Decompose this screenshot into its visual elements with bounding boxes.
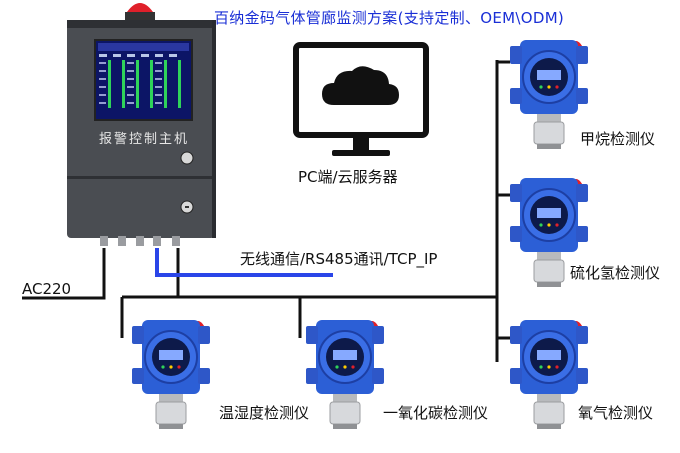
detector-label-h2s: 硫化氢检测仪	[570, 264, 661, 282]
detector-label-temp-humidity: 温湿度检测仪	[219, 404, 310, 422]
wireless-link-label: 无线通信/RS485通讯/TCP_IP	[240, 250, 438, 268]
detector-oxygen	[509, 319, 589, 430]
power-line	[22, 248, 106, 300]
detector-label-oxygen: 氧气检测仪	[578, 404, 654, 422]
monitor-icon	[293, 42, 429, 156]
cloud-icon	[322, 66, 399, 105]
detector-label-co: 一氧化碳检测仪	[383, 404, 489, 422]
detector-temp-humidity	[131, 319, 211, 430]
detector-label-methane: 甲烷检测仪	[580, 130, 656, 148]
page-title: 百纳金码气体管廊监测方案(支持定制、OEM\ODM)	[214, 9, 565, 27]
wireless-line	[155, 248, 333, 277]
detector-co	[305, 319, 385, 430]
power-label: AC220	[22, 280, 72, 298]
controller-alarm-light	[125, 3, 155, 20]
controller-panel-label: 报警控制主机	[99, 132, 190, 147]
server-label: PC端/云服务器	[298, 168, 398, 186]
controller-cabinet	[67, 20, 216, 246]
detector-methane	[509, 39, 589, 150]
